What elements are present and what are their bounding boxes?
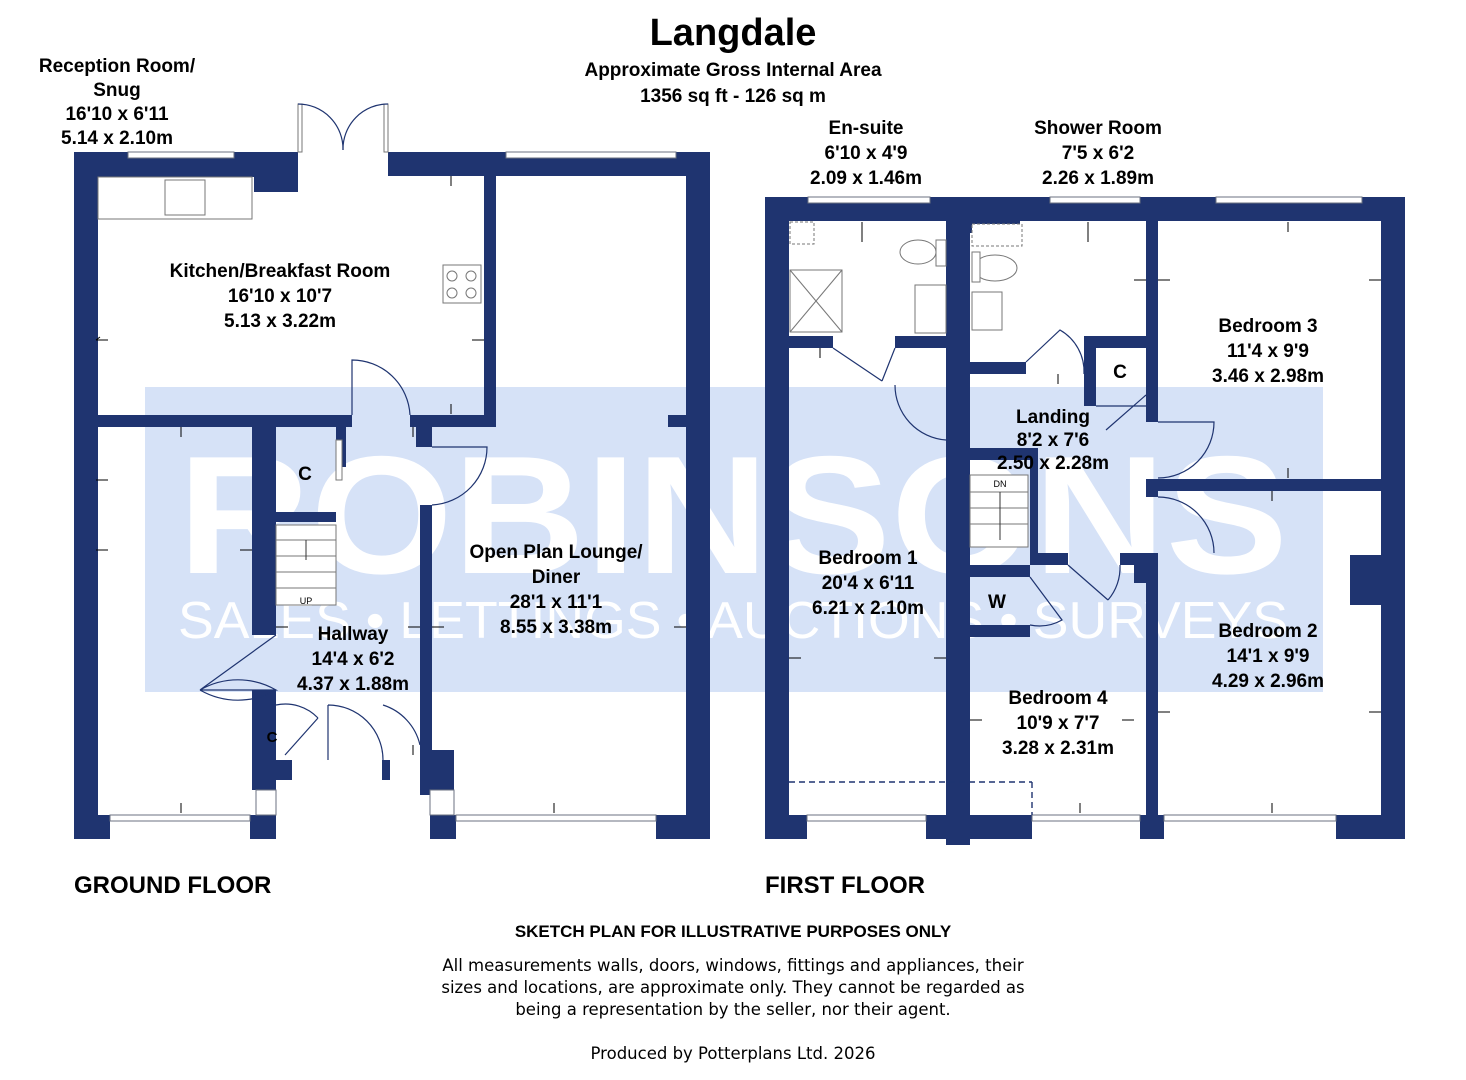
sink-icon [164, 179, 206, 216]
ground-stairs: UP [275, 524, 337, 606]
ground-floor-windows [109, 151, 677, 822]
area-label: Approximate Gross Internal Area [584, 60, 882, 81]
bedroom3-metric: 3.46 x 2.98m [1212, 366, 1324, 387]
bathroom-fittings [789, 221, 1023, 334]
hallway-metric: 4.37 x 1.88m [297, 674, 409, 695]
bedroom4-metric: 3.28 x 2.31m [1002, 738, 1114, 759]
kitchen-metric: 5.13 x 3.22m [224, 311, 336, 332]
bedroom3-imperial: 11'4 x 9'9 [1227, 341, 1309, 362]
stair-down-label: DN [994, 479, 1007, 489]
shower-room-imperial: 7'5 x 6'2 [1062, 143, 1134, 164]
ensuite-metric: 2.09 x 1.46m [810, 168, 922, 189]
landing-metric: 2.50 x 2.28m [997, 453, 1109, 474]
shower-room-metric: 2.26 x 1.89m [1042, 168, 1154, 189]
first-stairs: DN [969, 474, 1029, 548]
plan-title: Langdale [649, 12, 817, 54]
first-floor-label: FIRST FLOOR [765, 872, 925, 899]
lounge-imperial: 28'1 x 11'1 [510, 592, 603, 613]
landing-imperial: 8'2 x 7'6 [1017, 430, 1089, 451]
basin-icon [914, 284, 947, 334]
ensuite-imperial: 6'10 x 4'9 [825, 143, 908, 164]
kitchen-imperial: 16'10 x 10'7 [228, 286, 332, 307]
bedroom3-name: Bedroom 3 [1218, 316, 1317, 337]
ground-floor-walls [74, 152, 710, 839]
credit-line: Produced by Potterplans Ltd. 2026 [590, 1044, 876, 1063]
landing-name: Landing [1016, 407, 1090, 428]
reception-name2: Snug [93, 80, 141, 101]
disclaimer-line-3: being a representation by the seller, no… [515, 1000, 951, 1019]
kitchen-units [97, 176, 482, 304]
watermark-tagline: SALES • LETTINGS • AUCTIONS • SURVEYS [178, 592, 1288, 650]
hallway-name: Hallway [318, 624, 389, 645]
first-floor-arrows [789, 222, 1381, 813]
first-cupboard-label: C [1113, 362, 1127, 383]
ground-cupboard-label: C [298, 464, 312, 485]
hallway-imperial: 14'4 x 6'2 [312, 649, 395, 670]
ground-cupboard-label-2: C [267, 729, 278, 746]
reception-name: Reception Room/ [39, 56, 196, 77]
reception-metric: 5.14 x 2.10m [61, 128, 173, 149]
bedroom4-imperial: 10'9 x 7'7 [1017, 713, 1100, 734]
disclaimer-title: SKETCH PLAN FOR ILLUSTRATIVE PURPOSES ON… [514, 922, 952, 941]
ground-floor-arrows [95, 176, 686, 813]
ground-floor-label: GROUND FLOOR [74, 872, 272, 899]
reception-imperial: 16'10 x 6'11 [65, 104, 169, 125]
first-floor-windows [806, 196, 1363, 822]
wardrobe-label: W [988, 592, 1006, 613]
bedroom1-imperial: 20'4 x 6'11 [822, 573, 915, 594]
stair-up-label: UP [300, 596, 313, 606]
lounge-metric: 8.55 x 3.38m [500, 617, 612, 638]
shower-room-name: Shower Room [1034, 118, 1162, 139]
bedroom4-name: Bedroom 4 [1008, 688, 1108, 709]
toilet-icon [899, 239, 937, 265]
kitchen-name: Kitchen/Breakfast Room [170, 261, 391, 282]
lounge-name2: Diner [532, 567, 581, 588]
first-floor-doors[interactable] [789, 329, 1215, 815]
disclaimer-line-2: sizes and locations, are approximate onl… [441, 978, 1025, 997]
bedroom1-metric: 6.21 x 2.10m [812, 598, 924, 619]
lounge-name: Open Plan Lounge/ [469, 542, 643, 563]
bedroom2-name: Bedroom 2 [1218, 621, 1317, 642]
ensuite-name: En-suite [829, 118, 904, 139]
basin-icon-2 [971, 291, 1003, 331]
disclaimer-line-1: All measurements walls, doors, windows, … [442, 956, 1024, 975]
ground-floor-doors[interactable] [199, 359, 488, 761]
watermark-brand: ROBINSONS [178, 421, 1288, 609]
area-value: 1356 sq ft - 126 sq m [640, 86, 826, 107]
bedroom2-metric: 4.29 x 2.96m [1212, 671, 1324, 692]
bedroom2-imperial: 14'1 x 9'9 [1227, 646, 1310, 667]
bedroom1-name: Bedroom 1 [818, 548, 918, 569]
french-doors[interactable] [297, 103, 389, 153]
